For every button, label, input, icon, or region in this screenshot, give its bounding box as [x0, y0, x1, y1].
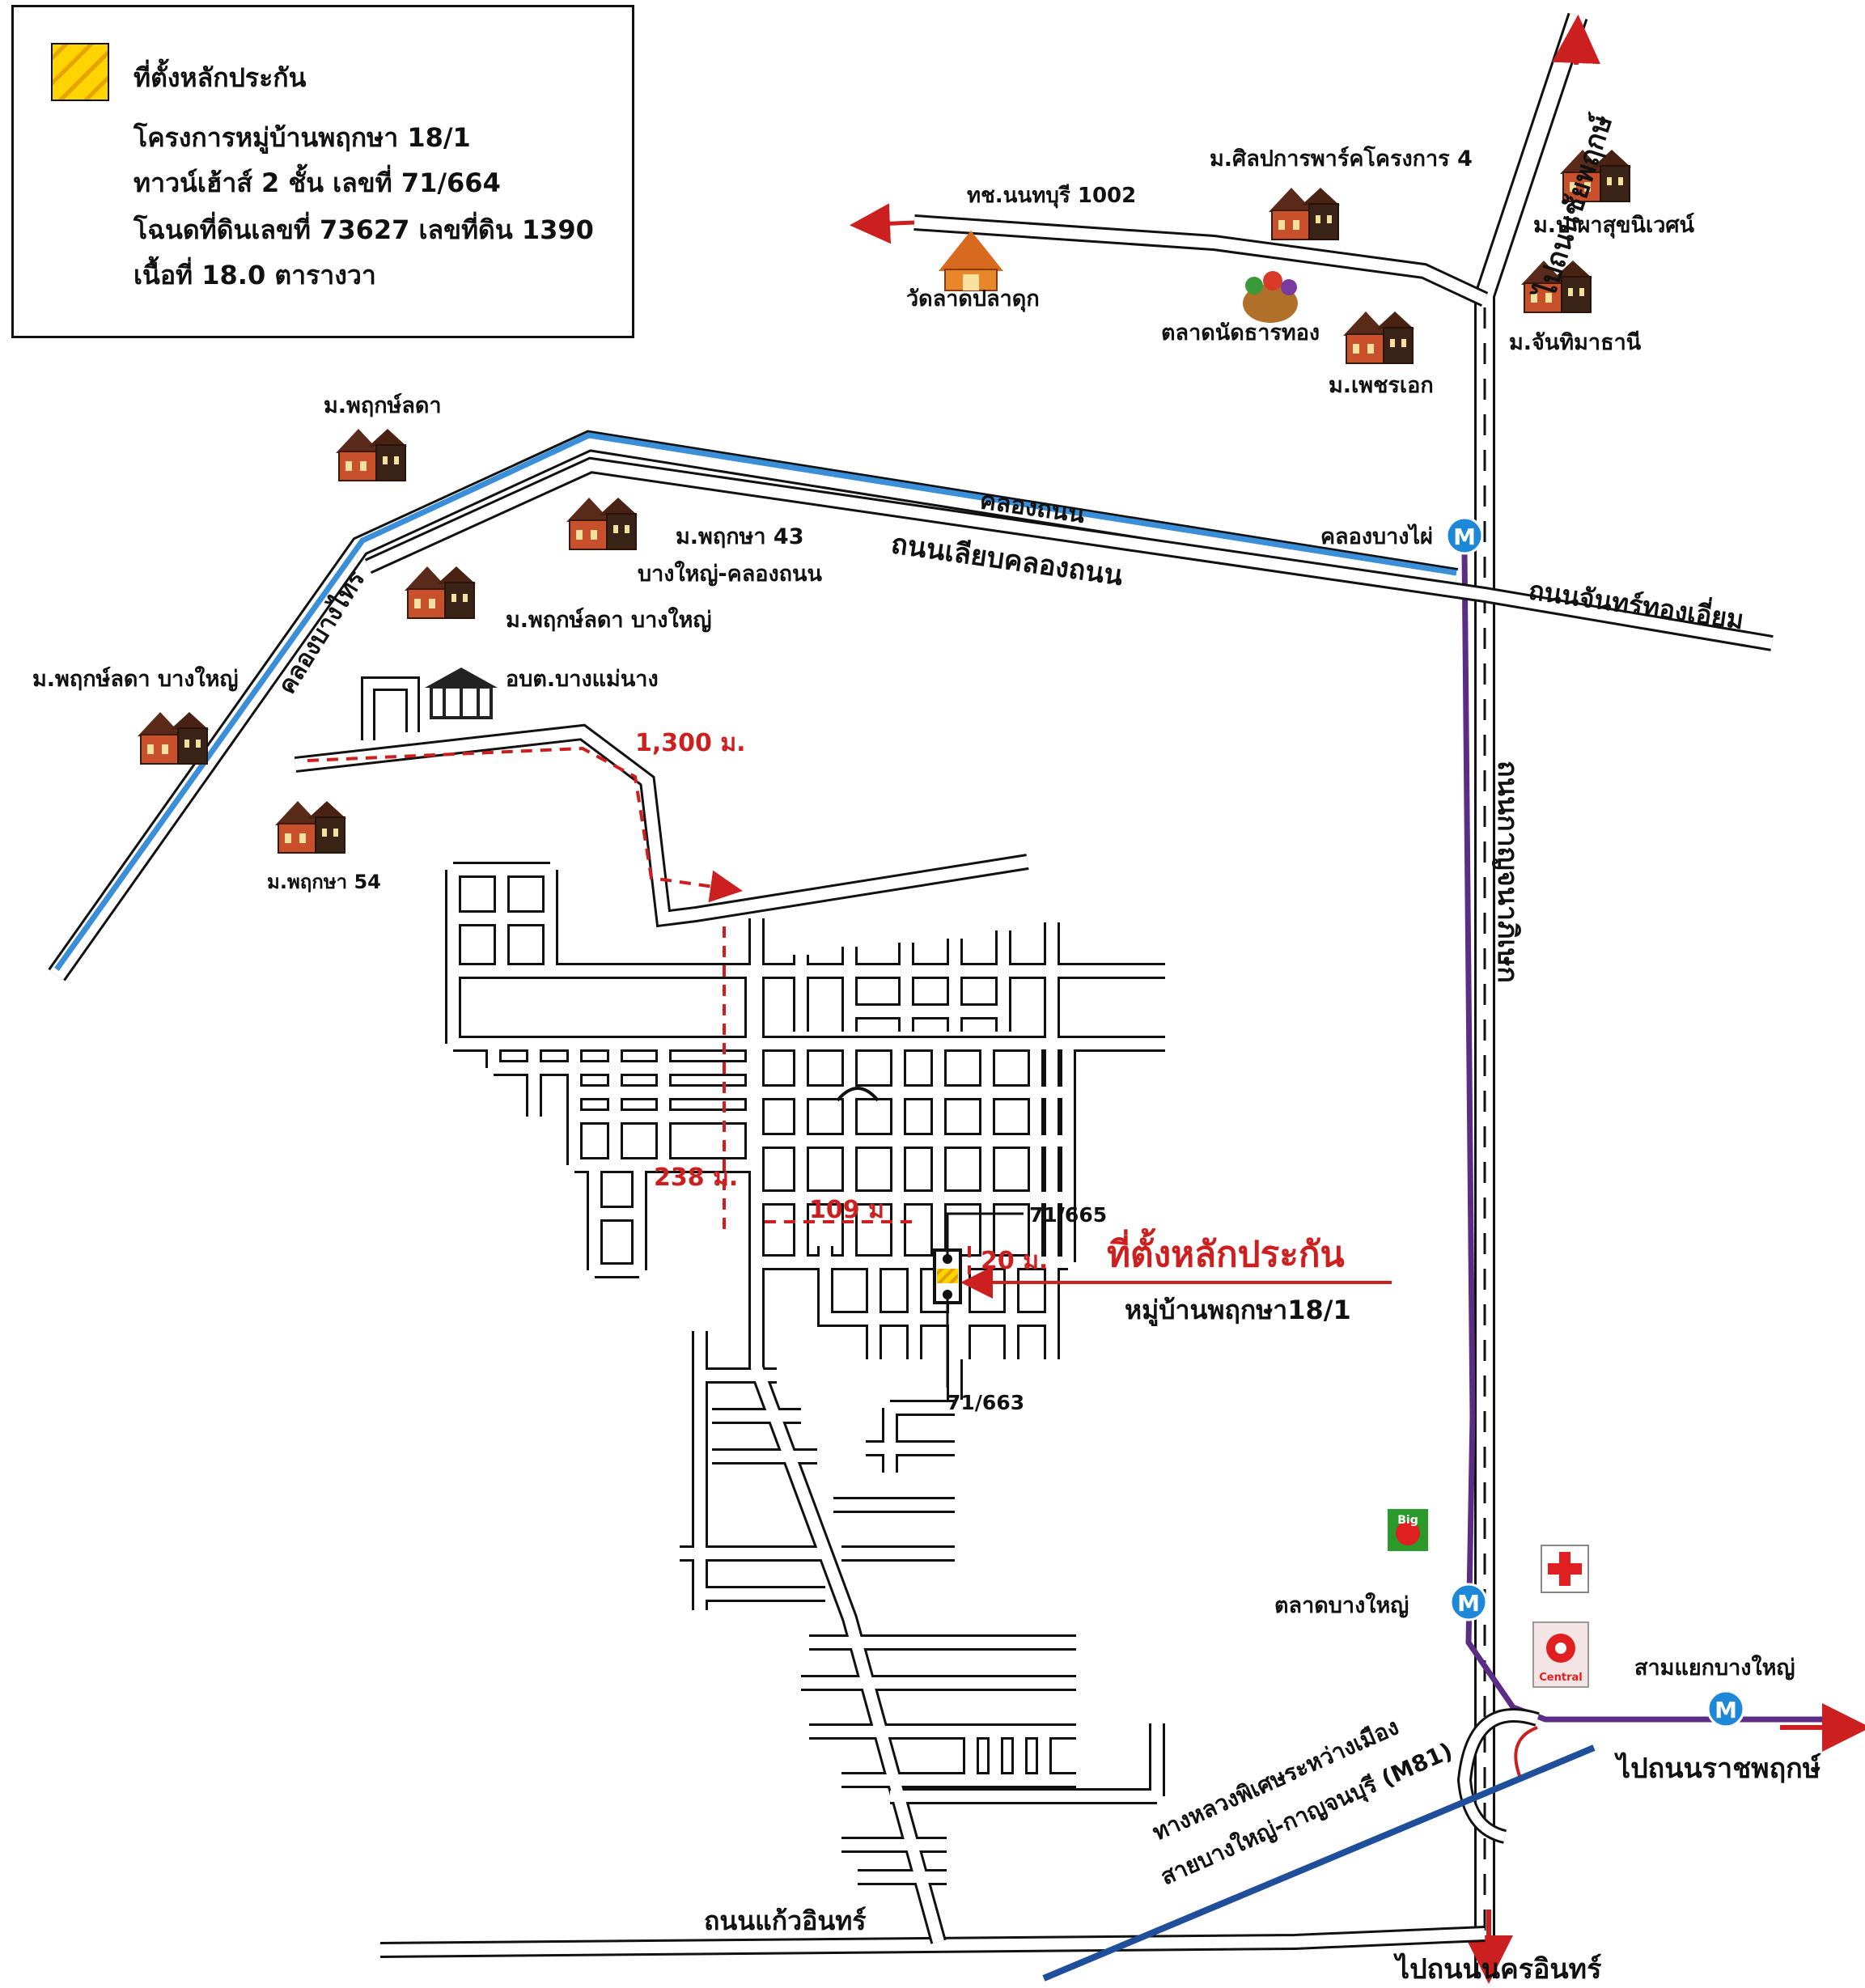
label-silapakarn: ม.ศิลปการพาร์คโครงการ 4 [1210, 145, 1473, 172]
label-to-nakhon-in: ไปถนนนครอินทร์ [1393, 1952, 1602, 1986]
site-title: ที่ตั้งหลักประกัน [1107, 1227, 1345, 1275]
metro-station-icon-khlong-bangphai: M [1445, 516, 1484, 555]
label-pruksa43-a: ม.พฤกษา 43 [676, 524, 803, 549]
legend-deed: โฉนดที่ดินเลขที่ 73627 เลขที่ดิน 1390 [134, 214, 594, 245]
lot-number-south: 71/663 [947, 1391, 1024, 1414]
house-icon-pruksa54 [274, 800, 347, 854]
house-icon-pruksa43 [566, 497, 638, 550]
big-c-label: Big [1397, 1514, 1418, 1527]
purple-line-rail [1461, 549, 1825, 1723]
access-road [294, 676, 1029, 928]
label-pruklada-bangyai-1: ม.พฤกษ์ลดา บางใหญ่ [506, 607, 711, 633]
legend-hatch-swatch [51, 43, 109, 101]
label-pruksa54: ม.พฤกษา 54 [267, 871, 381, 893]
site-hatch-swatch [937, 1269, 958, 1283]
temple-icon [939, 231, 1003, 291]
central-label: Central [1539, 1672, 1582, 1684]
label-to-ratchaphruek: ไปถนนราชพฤกษ์ [1614, 1752, 1821, 1785]
road-along-canal [364, 456, 1774, 651]
metro-marker: M [1457, 1590, 1480, 1617]
metro-marker: M [1453, 523, 1476, 550]
hospital-icon [1541, 1545, 1589, 1593]
legend-area: เนื้อที่ 18.0 ตารางวา [134, 260, 376, 290]
label-distance-238: 238 ม. [654, 1164, 738, 1192]
label-pasuk: ม.ป ผาสุขนิเวศน์ [1533, 212, 1694, 239]
label-kaew-in-road: ถนนแก้วอินทร์ [704, 1905, 866, 1936]
road-nonthaburi-1002 [850, 203, 1489, 307]
collateral-site [933, 1212, 1024, 1388]
label-chanthima: ม.จันทิมาธานี [1509, 330, 1642, 355]
metro-marker: M [1715, 1697, 1737, 1723]
label-distance-109: 109 ม [809, 1196, 884, 1224]
legend-project: โครงการหมู่บ้านพฤกษา 18/1 [134, 122, 471, 153]
legend-title: ที่ตั้งหลักประกัน [134, 62, 307, 93]
label-distance-20: 20 ม. [981, 1247, 1048, 1275]
label-khlong-bangphai: คลองบางไผ่ [1320, 523, 1433, 549]
big-c-logo-icon: Big [1388, 1509, 1428, 1551]
label-wat: วัดลาดปลาดุก [906, 286, 1040, 312]
motorway-m81 [1042, 1744, 1596, 1982]
central-logo-icon: Central [1532, 1621, 1589, 1688]
obt-building-icon [425, 668, 498, 719]
label-phetchrek: ม.เพชรเอก [1329, 373, 1434, 398]
metro-station-icon-talad-bangyai: M [1449, 1583, 1488, 1621]
label-obt: อบต.บางแม่นาง [506, 667, 659, 692]
label-market: ตลาดนัดธารทอง [1161, 320, 1320, 345]
road-kaew-in [379, 1926, 1486, 1958]
label-distance-1300: 1,300 ม. [635, 729, 746, 757]
label-kanchana-road: ถนนกาญจนาภิเษก [1491, 761, 1524, 983]
legend-box: ที่ตั้งหลักประกัน โครงการหมู่บ้านพฤกษา 1… [11, 5, 634, 338]
site-subtitle: หมู่บ้านพฤกษา18/1 [1125, 1295, 1351, 1327]
label-talad-bangyai: ตลาดบางใหญ่ [1274, 1592, 1409, 1618]
label-pruklada-top: ม.พฤกษ์ลดา [324, 392, 442, 418]
road-interchange [1456, 1708, 1540, 1844]
metro-station-icon-sam-yaek: M [1706, 1689, 1745, 1728]
legend-house-type: ทาวน์เฮ้าส์ 2 ชั้น เลขที่ 71/664 [134, 167, 501, 198]
subdivision-street-grid [445, 862, 1165, 1944]
label-sam-yaek: สามแยกบางใหญ่ [1634, 1655, 1795, 1681]
house-icon-pruklada-bangyai [404, 566, 477, 619]
canal-khlong-thanon [48, 430, 1459, 981]
label-pruksa43-b: บางใหญ่-คลองถนน [638, 561, 822, 587]
house-icon-pruklada-bangyai-2 [137, 711, 210, 765]
house-icon-phetchrek [1342, 311, 1415, 364]
label-nonthaburi-road: ทช.นนทบุรี 1002 [967, 184, 1136, 209]
label-pruklada-bangyai-2: ม.พฤกษ์ลดา บางใหญ่ [32, 666, 238, 692]
market-basket-icon [1243, 271, 1298, 323]
house-icon-silapakarn [1268, 187, 1341, 240]
house-icon-pruklada [335, 428, 408, 481]
lot-number-north: 71/665 [1029, 1203, 1107, 1227]
